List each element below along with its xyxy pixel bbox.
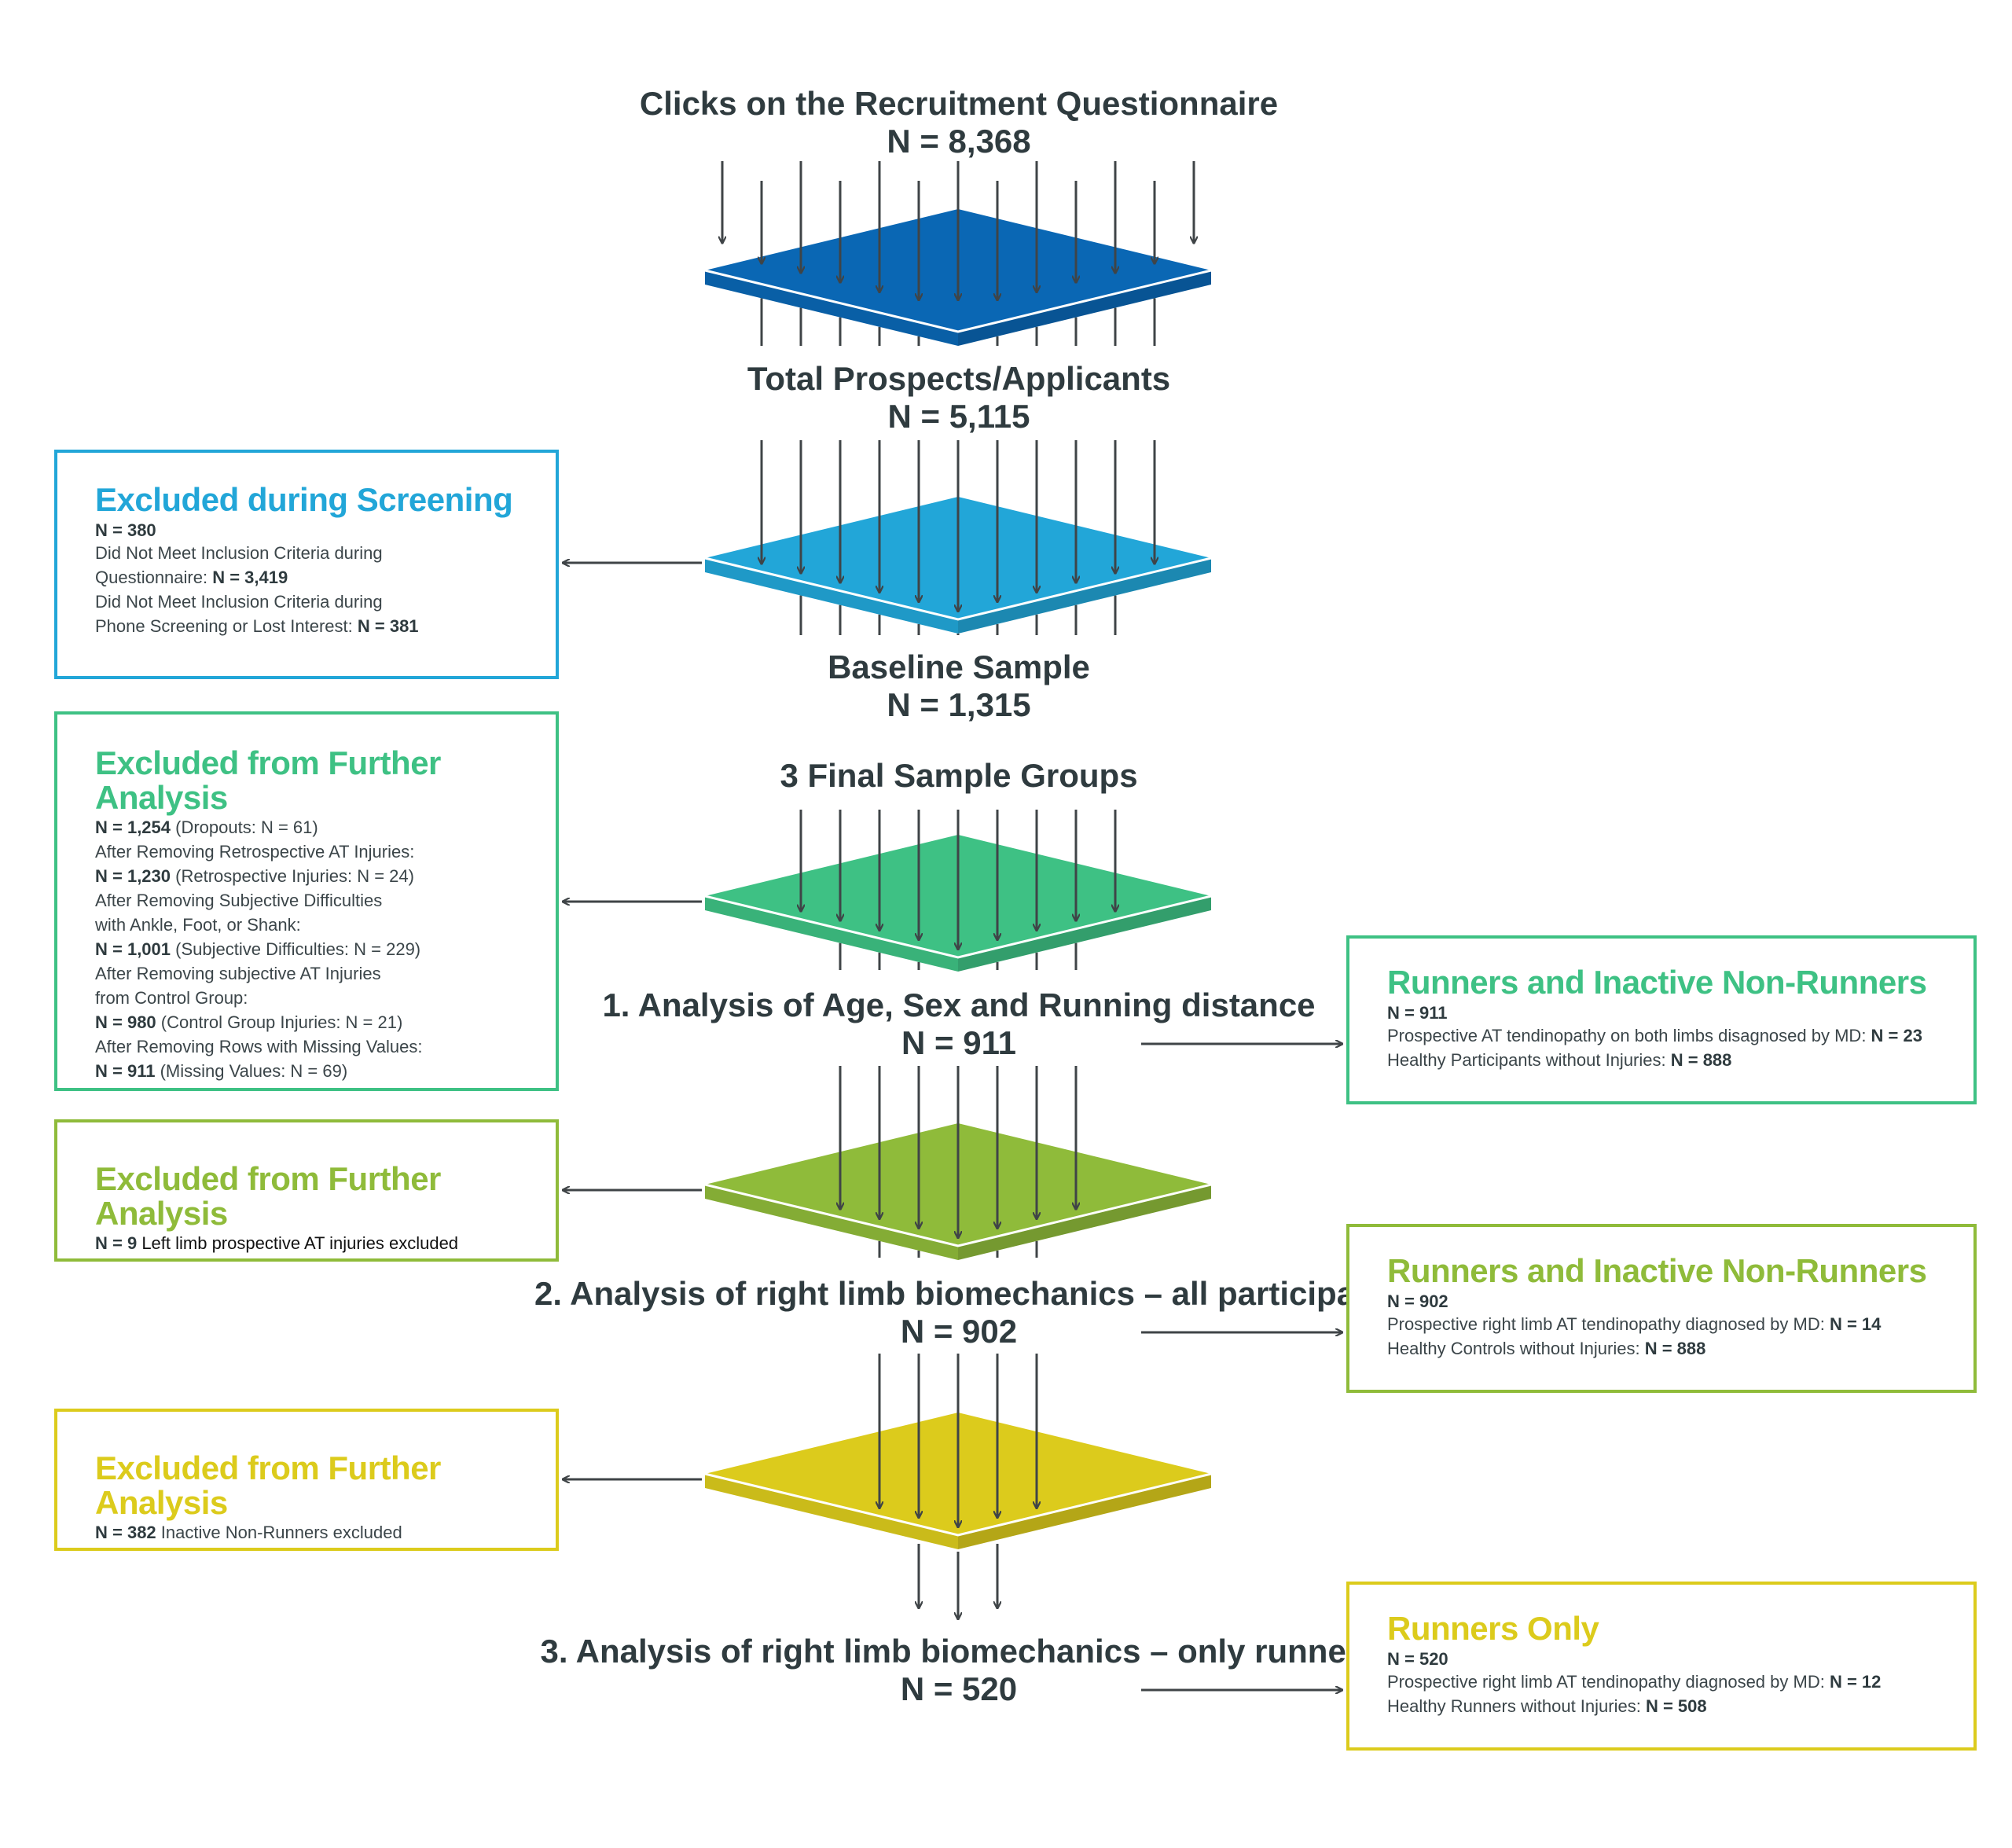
box-title: Runners Only [1387,1610,1599,1647]
box-title: Excluded during Screening [95,481,513,518]
box-title: Excluded from Further Analysis [95,1449,441,1522]
excluded-screening-box: Excluded during Screening N = 380 Did No… [54,450,559,679]
platform-final-groups-left-side [705,896,958,972]
stub-lines-layer [760,298,1156,1258]
box-line: N = 1,001 (Subjective Difficulties: N = … [95,939,421,960]
stage-title: Clicks on the Recruitment Questionnaire [639,85,1279,122]
stage-title: 1. Analysis of Age, Sex and Running dist… [602,986,1316,1023]
platform-recruitment-right-side [958,270,1211,346]
stage-label-analysis-2: 2. Analysis of right limb biomechanics –… [534,1275,1404,1351]
platform-analysis-3-right-side [958,1474,1211,1549]
box-line: with Ankle, Foot, or Shank: [95,915,301,935]
stage-label-baseline-sample: Baseline Sample N = 1,315 [613,648,1305,725]
connector-arrows-layer [563,563,1342,1690]
box-line: Did Not Meet Inclusion Criteria during [95,543,383,564]
stage-title: 2. Analysis of right limb biomechanics –… [534,1275,1405,1312]
stage-count: N = 520 [900,1670,1018,1708]
excluded-further-analysis-box-2: Excluded from Further Analysis N = 9 Lef… [54,1119,559,1262]
stage-title: Baseline Sample [828,648,1090,685]
platform-final-groups-right-side [958,896,1211,972]
platform-screening-edge [704,557,1212,621]
group-box-analysis-1: Runners and Inactive Non-Runners N = 911… [1346,935,1977,1104]
stage-label-clicks: Clicks on the Recruitment Questionnaire … [613,85,1305,161]
stage-count: N = 1,315 [887,686,1031,724]
box-line: Healthy Participants without Injuries: N… [1387,1050,1732,1071]
box-line: Prospective right limb AT tendinopathy d… [1387,1314,1882,1335]
group-box-analysis-2: Runners and Inactive Non-Runners N = 902… [1346,1224,1977,1393]
stage-count: N = 8,368 [887,123,1031,160]
stage-title: 3. Analysis of right limb biomechanics –… [540,1633,1378,1670]
box-line: from Control Group: [95,988,248,1009]
stage-title: 3 Final Sample Groups [780,757,1138,794]
box-line: After Removing subjective AT Injuries [95,964,381,984]
box-line: Healthy Runners without Injuries: N = 50… [1387,1696,1707,1717]
platforms-layer [704,209,1212,1549]
box-title: Runners and Inactive Non-Runners [1387,1252,1927,1289]
platform-screening-left-side [705,558,958,634]
excluded-further-analysis-box-1: Excluded from Further Analysis N = 1,254… [54,711,559,1091]
box-line: Phone Screening or Lost Interest: N = 38… [95,616,419,637]
box-count: N = 911 [1387,1003,1448,1023]
box-line: N = 382 Inactive Non-Runners excluded [95,1523,402,1543]
box-line: Did Not Meet Inclusion Criteria during [95,592,383,612]
box-line: N = 1,230 (Retrospective Injuries: N = 2… [95,866,414,887]
box-title: Runners and Inactive Non-Runners [1387,964,1927,1001]
box-line: After Removing Subjective Difficulties [95,891,383,911]
platform-recruitment-left-side [705,270,958,346]
platform-analysis-2-right-side [958,1185,1211,1260]
box-line: Healthy Controls without Injuries: N = 8… [1387,1339,1706,1359]
platform-analysis-2-edge [704,1183,1212,1247]
platform-analysis-2-left-side [705,1185,958,1260]
box-title: Excluded from Further Analysis [95,1160,441,1233]
box-line: N = 9 Left limb prospective AT injuries … [95,1233,459,1254]
stage-label-analysis-3: 3. Analysis of right limb biomechanics –… [534,1633,1383,1709]
box-count: N = 902 [1387,1291,1448,1312]
platform-screening-right-side [958,558,1211,634]
stage-count: N = 911 [901,1024,1016,1062]
box-title: Excluded from Further Analysis [95,744,441,817]
stage-count: N = 5,115 [887,398,1030,435]
platform-analysis-3-left-side [705,1474,958,1549]
box-line: N = 980 (Control Group Injuries: N = 21) [95,1012,403,1033]
box-line: After Removing Retrospective AT Injuries… [95,842,415,862]
stage-label-total-prospects: Total Prospects/Applicants N = 5,115 [613,360,1305,436]
box-line: Prospective right limb AT tendinopathy d… [1387,1672,1882,1692]
platform-analysis-3-edge [704,1472,1212,1537]
excluded-further-analysis-box-3: Excluded from Further Analysis N = 382 I… [54,1409,559,1551]
stage-count: N = 902 [900,1313,1018,1350]
stage-label-final-groups: 3 Final Sample Groups [613,757,1305,795]
box-count: N = 380 [95,520,156,541]
box-line: Questionnaire: N = 3,419 [95,568,288,588]
platform-final-groups-edge [704,895,1212,959]
group-box-analysis-3: Runners Only N = 520 Prospective right l… [1346,1582,1977,1751]
stage-label-analysis-1: 1. Analysis of Age, Sex and Running dist… [550,986,1368,1063]
box-line: After Removing Rows with Missing Values: [95,1037,423,1057]
stage-title: Total Prospects/Applicants [747,360,1171,397]
platform-recruitment-edge [704,269,1212,333]
arrows-layer [722,161,1194,1619]
box-line: Prospective AT tendinopathy on both limb… [1387,1026,1922,1046]
box-line: N = 1,254 (Dropouts: N = 61) [95,817,318,838]
box-line: N = 911 (Missing Values: N = 69) [95,1061,348,1082]
box-count: N = 520 [1387,1649,1448,1670]
